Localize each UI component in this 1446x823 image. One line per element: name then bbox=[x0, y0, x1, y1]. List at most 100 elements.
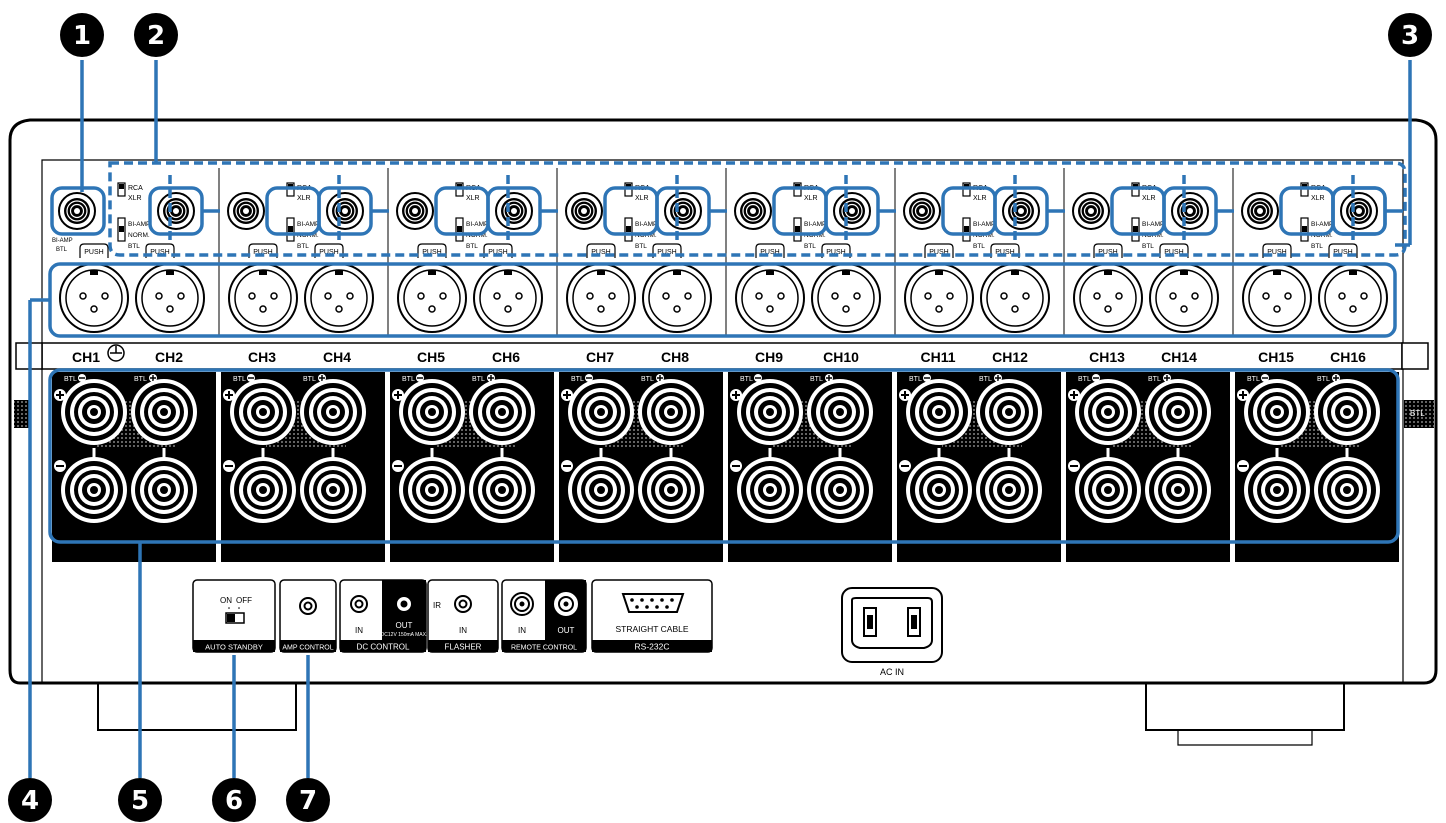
xlr-release-tab[interactable]: PUSH bbox=[652, 243, 682, 258]
speaker-binding-post[interactable] bbox=[568, 379, 634, 445]
speaker-binding-post[interactable] bbox=[906, 457, 972, 523]
speaker-binding-post[interactable] bbox=[1314, 379, 1380, 445]
ac-inlet[interactable]: AC IN bbox=[841, 587, 943, 677]
btl-label: BTL bbox=[804, 243, 816, 250]
push-label: PUSH bbox=[929, 249, 948, 256]
speaker-binding-post[interactable] bbox=[976, 379, 1042, 445]
speaker-binding-post[interactable] bbox=[399, 457, 465, 523]
speaker-binding-post[interactable] bbox=[568, 457, 634, 523]
xlr-input-jack[interactable] bbox=[1149, 263, 1219, 333]
speaker-binding-post[interactable] bbox=[61, 457, 127, 523]
xlr-release-tab[interactable]: PUSH bbox=[145, 243, 175, 258]
xlr-input-jack[interactable] bbox=[904, 263, 974, 333]
xlr-input-jack[interactable] bbox=[135, 263, 205, 333]
rca-input-jack[interactable] bbox=[396, 192, 434, 230]
dc-control-in: IN bbox=[355, 626, 363, 635]
xlr-input-jack[interactable] bbox=[304, 263, 374, 333]
rca-input-jack[interactable] bbox=[734, 192, 772, 230]
xlr-input-jack[interactable] bbox=[228, 263, 298, 333]
speaker-binding-post[interactable] bbox=[737, 457, 803, 523]
xlr-input-jack[interactable] bbox=[735, 263, 805, 333]
flasher-in: IN bbox=[459, 626, 467, 635]
xlr-release-tab[interactable]: PUSH bbox=[314, 243, 344, 258]
xlr-release-tab[interactable]: PUSH bbox=[79, 243, 109, 258]
speaker-binding-post[interactable] bbox=[638, 457, 704, 523]
speaker-binding-post[interactable] bbox=[1145, 457, 1211, 523]
speaker-binding-post[interactable] bbox=[469, 379, 535, 445]
xlr-release-tab[interactable]: PUSH bbox=[821, 243, 851, 258]
speaker-binding-post[interactable] bbox=[1314, 457, 1380, 523]
rca-input-jack[interactable] bbox=[1072, 192, 1110, 230]
amp-control-jack[interactable]: AMP CONTROL bbox=[279, 579, 337, 653]
callout-badge: 3 bbox=[1388, 13, 1432, 57]
speaker-binding-post[interactable] bbox=[61, 379, 127, 445]
xlr-input-jack[interactable] bbox=[473, 263, 543, 333]
rca-input-jack[interactable] bbox=[1241, 192, 1279, 230]
speaker-binding-post[interactable] bbox=[131, 379, 197, 445]
push-label: PUSH bbox=[591, 249, 610, 256]
rca-input-jack[interactable] bbox=[565, 192, 603, 230]
btl-plus-label: BTL bbox=[1148, 376, 1161, 383]
xlr-input-jack[interactable] bbox=[811, 263, 881, 333]
speaker-binding-post[interactable] bbox=[469, 457, 535, 523]
xlr-input-jack[interactable] bbox=[1318, 263, 1388, 333]
speaker-binding-post[interactable] bbox=[638, 379, 704, 445]
speaker-binding-post[interactable] bbox=[976, 457, 1042, 523]
speaker-binding-post[interactable] bbox=[1145, 379, 1211, 445]
auto-standby-switch[interactable]: ON OFF AUTO STANDBY bbox=[192, 579, 276, 653]
xlr-input-jack[interactable] bbox=[59, 263, 129, 333]
rca-input-jack[interactable] bbox=[227, 192, 265, 230]
speaker-binding-post[interactable] bbox=[399, 379, 465, 445]
rca-input-jack[interactable] bbox=[326, 192, 364, 230]
speaker-binding-post[interactable] bbox=[230, 379, 296, 445]
remote-control-jacks[interactable]: IN OUT REMOTE CONTROL bbox=[501, 579, 587, 653]
xlr-release-tab[interactable]: PUSH bbox=[483, 243, 513, 258]
xlr-input-jack[interactable] bbox=[566, 263, 636, 333]
speaker-binding-post[interactable] bbox=[1244, 457, 1310, 523]
rs232c-cable: STRAIGHT CABLE bbox=[615, 624, 688, 634]
speaker-binding-post[interactable] bbox=[131, 457, 197, 523]
rca-input-jack[interactable] bbox=[1340, 192, 1378, 230]
xlr-input-jack[interactable] bbox=[1073, 263, 1143, 333]
speaker-binding-post[interactable] bbox=[300, 457, 366, 523]
rca-input-jack[interactable] bbox=[157, 192, 195, 230]
xlr-input-jack[interactable] bbox=[980, 263, 1050, 333]
rca-input-jack[interactable] bbox=[664, 192, 702, 230]
rca-input-jack[interactable] bbox=[1002, 192, 1040, 230]
rca-input-jack[interactable] bbox=[1171, 192, 1209, 230]
auto-standby-on: ON bbox=[220, 596, 232, 605]
callout-number: 1 bbox=[73, 21, 91, 51]
dc-control-jacks[interactable]: IN OUT DC12V 150mA MAX. DC CONTROL bbox=[339, 579, 427, 653]
rca-input-jack[interactable] bbox=[903, 192, 941, 230]
xlr-input-jack[interactable] bbox=[397, 263, 467, 333]
speaker-binding-post[interactable] bbox=[906, 379, 972, 445]
rca-input-jack[interactable] bbox=[833, 192, 871, 230]
callout-badge: 4 bbox=[8, 778, 52, 822]
speaker-binding-post[interactable] bbox=[807, 379, 873, 445]
speaker-binding-post[interactable] bbox=[737, 379, 803, 445]
rca-input-jack[interactable] bbox=[58, 192, 96, 230]
speaker-binding-post[interactable] bbox=[1075, 379, 1141, 445]
channel-label: CH11 bbox=[920, 349, 955, 365]
xlr-input-jack[interactable] bbox=[1242, 263, 1312, 333]
speaker-binding-post[interactable] bbox=[1244, 379, 1310, 445]
xlr-input-jack[interactable] bbox=[642, 263, 712, 333]
btl-plus-label: BTL bbox=[1317, 376, 1330, 383]
speaker-binding-post[interactable] bbox=[807, 457, 873, 523]
rca-input-jack[interactable] bbox=[495, 192, 533, 230]
speaker-binding-post[interactable] bbox=[1075, 457, 1141, 523]
speaker-binding-post[interactable] bbox=[230, 457, 296, 523]
flasher-jack[interactable]: IR IN FLASHER bbox=[427, 579, 499, 653]
speaker-binding-post[interactable] bbox=[300, 379, 366, 445]
rs232c-port[interactable]: STRAIGHT CABLE RS-232C bbox=[591, 579, 713, 653]
